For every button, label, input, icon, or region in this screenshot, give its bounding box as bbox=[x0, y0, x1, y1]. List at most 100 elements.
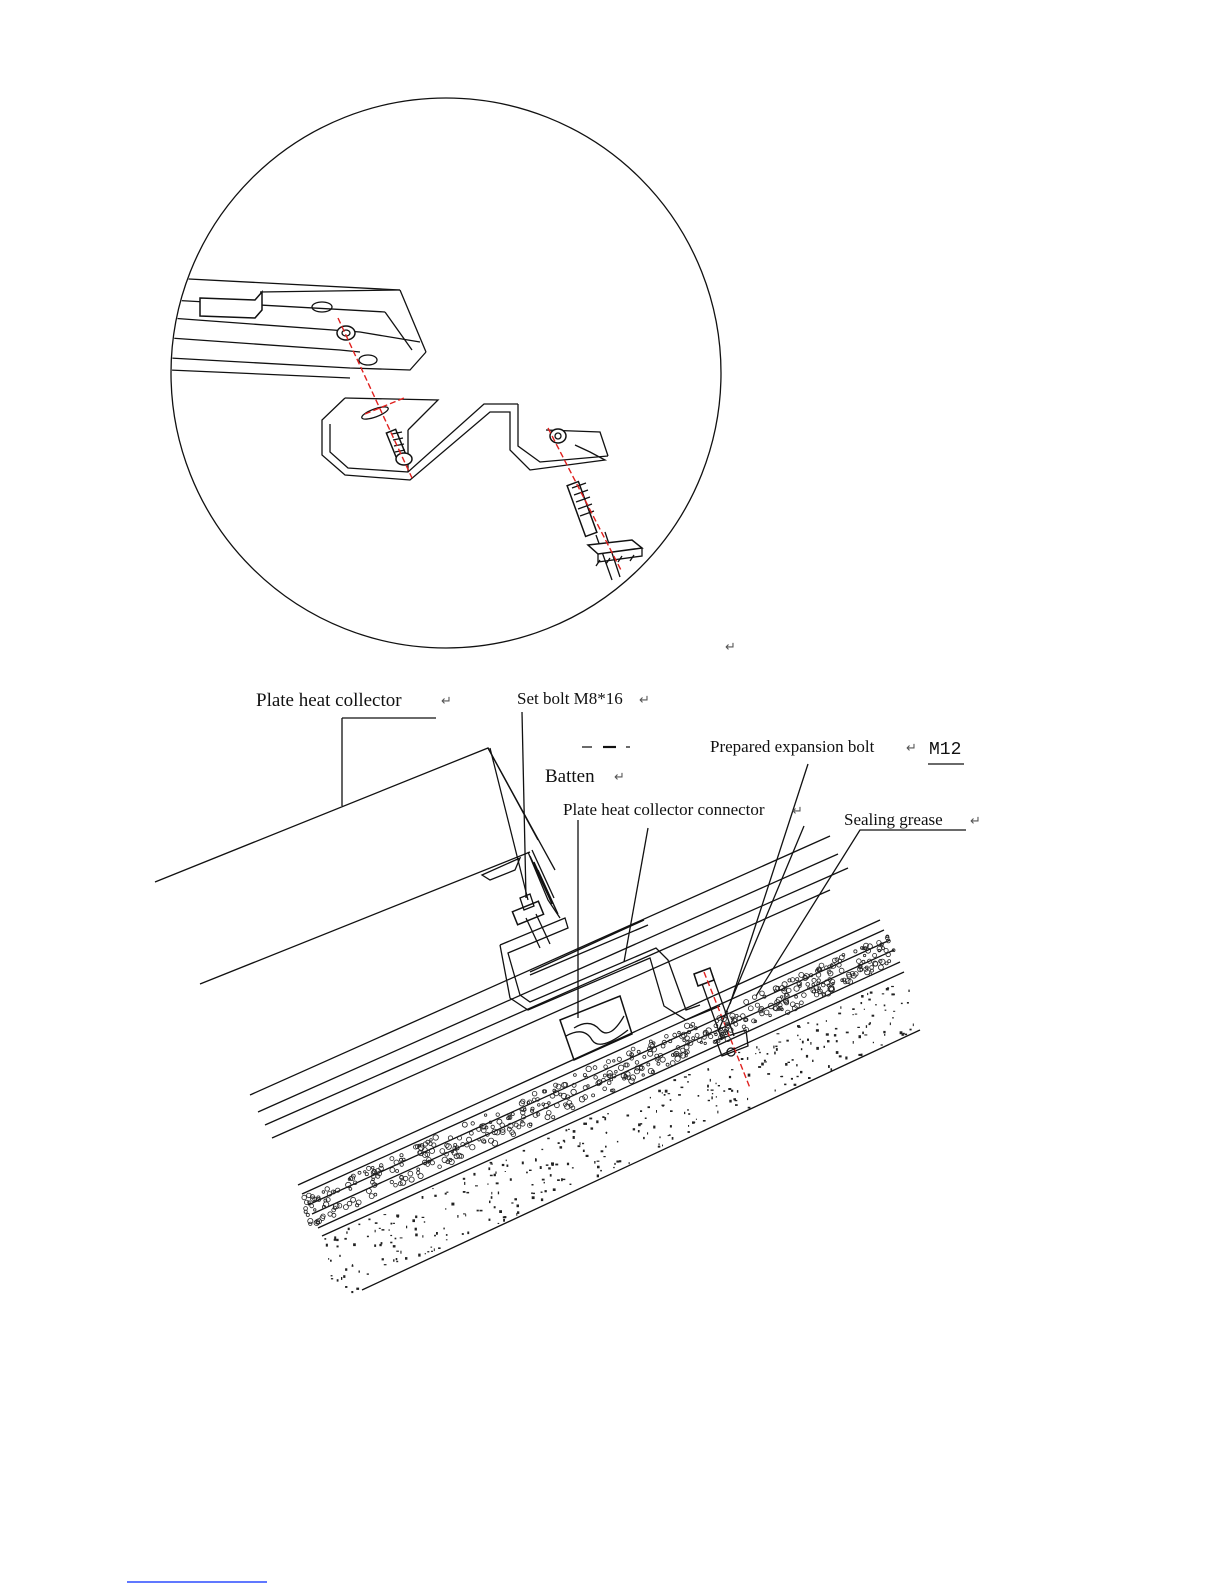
gravel-pebble bbox=[545, 1115, 550, 1120]
concrete-speck bbox=[597, 1166, 600, 1169]
concrete-speck bbox=[582, 1143, 584, 1144]
concrete-speck bbox=[723, 1090, 725, 1092]
concrete-speck bbox=[337, 1246, 339, 1248]
concrete-speck bbox=[747, 1098, 748, 1100]
concrete-speck bbox=[670, 1099, 672, 1101]
concrete-speck bbox=[741, 1058, 744, 1060]
concrete-speck bbox=[716, 1096, 717, 1097]
concrete-speck bbox=[672, 1137, 674, 1140]
concrete-speck bbox=[489, 1201, 491, 1204]
gravel-pebble bbox=[497, 1119, 502, 1124]
gravel-pebble bbox=[857, 959, 862, 964]
concrete-speck bbox=[400, 1237, 403, 1238]
concrete-speck bbox=[826, 1020, 827, 1022]
gravel-pebble bbox=[877, 947, 882, 952]
concrete-speck bbox=[688, 1113, 690, 1115]
gravel-pebble bbox=[308, 1218, 313, 1223]
concrete-speck bbox=[784, 1084, 786, 1086]
gravel-pebble bbox=[430, 1139, 433, 1142]
gravel-pebble bbox=[470, 1131, 474, 1135]
set-bolt bbox=[512, 894, 550, 948]
concrete-speck bbox=[807, 1039, 809, 1041]
concrete-speck bbox=[555, 1164, 558, 1166]
concrete-speck bbox=[432, 1188, 433, 1189]
gravel-pebble bbox=[695, 1033, 699, 1037]
concrete-speck bbox=[564, 1141, 565, 1143]
concrete-speck bbox=[343, 1275, 345, 1278]
gravel-pebble bbox=[878, 965, 883, 970]
concrete-speck bbox=[594, 1161, 595, 1164]
concrete-speck bbox=[708, 1069, 709, 1070]
concrete-speck bbox=[859, 1035, 862, 1038]
concrete-speck bbox=[490, 1175, 493, 1177]
concrete-speck bbox=[759, 1049, 760, 1051]
concrete-speck bbox=[541, 1192, 543, 1193]
concrete-speck bbox=[389, 1229, 390, 1230]
concrete-speck bbox=[692, 1121, 695, 1123]
concrete-speck bbox=[670, 1110, 673, 1112]
concrete-speck bbox=[490, 1164, 493, 1165]
concrete-speck bbox=[696, 1119, 697, 1120]
concrete-speck bbox=[756, 1046, 757, 1048]
concrete-speck bbox=[531, 1192, 533, 1194]
concrete-speck bbox=[425, 1253, 426, 1254]
gravel-pebble bbox=[607, 1060, 611, 1064]
concrete-speck bbox=[826, 1033, 829, 1035]
concrete-speck bbox=[864, 1009, 865, 1010]
concrete-speck bbox=[562, 1179, 565, 1180]
concrete-speck bbox=[507, 1165, 509, 1167]
concrete-speck bbox=[561, 1178, 563, 1181]
concrete-speck bbox=[532, 1184, 534, 1186]
concrete-speck bbox=[864, 1034, 867, 1035]
concrete-speck bbox=[517, 1211, 519, 1214]
gravel-pebble bbox=[306, 1213, 309, 1216]
concrete-speck bbox=[606, 1132, 608, 1133]
concrete-speck bbox=[600, 1170, 602, 1172]
concrete-speck bbox=[688, 1131, 690, 1133]
gravel-pebble bbox=[613, 1060, 615, 1062]
concrete-speck bbox=[602, 1116, 604, 1118]
concrete-speck bbox=[393, 1245, 396, 1247]
gravel-pebble bbox=[408, 1171, 413, 1176]
concrete-speck bbox=[640, 1110, 642, 1112]
concrete-speck bbox=[759, 1052, 761, 1053]
concrete-speck bbox=[422, 1196, 424, 1199]
gravel-pebble bbox=[328, 1212, 332, 1216]
concrete-speck bbox=[396, 1251, 399, 1252]
gravel-pebble bbox=[532, 1098, 536, 1102]
return-mark: ↵ bbox=[639, 693, 650, 708]
concrete-speck bbox=[506, 1160, 507, 1162]
gravel-pebble bbox=[586, 1066, 591, 1071]
concrete-speck bbox=[558, 1142, 560, 1144]
concrete-speck bbox=[884, 1034, 885, 1036]
cross-section: Plate heat collector ↵ Set bolt M8*16 ↵ … bbox=[155, 689, 981, 1293]
concrete-speck bbox=[808, 1077, 811, 1079]
concrete-speck bbox=[835, 1028, 838, 1030]
label-connector: Plate heat collector connector bbox=[563, 800, 765, 819]
gravel-pebble bbox=[371, 1166, 374, 1169]
concrete-speck bbox=[802, 1041, 804, 1044]
gravel-pebble bbox=[854, 950, 857, 953]
gravel-pebble bbox=[400, 1154, 403, 1157]
gravel-pebble bbox=[666, 1063, 669, 1066]
gravel-pebble bbox=[471, 1122, 474, 1125]
gravel-pebble bbox=[670, 1061, 675, 1066]
concrete-speck bbox=[711, 1090, 714, 1091]
gravel-pebble bbox=[379, 1164, 383, 1168]
gravel-pebble bbox=[511, 1113, 514, 1116]
concrete-speck bbox=[336, 1239, 338, 1241]
concrete-speck bbox=[747, 1057, 748, 1060]
concrete-speck bbox=[711, 1096, 712, 1099]
concrete-speck bbox=[346, 1231, 347, 1233]
gravel-pebble bbox=[806, 983, 810, 987]
gravel-pebble bbox=[880, 959, 885, 964]
gravel-pebble bbox=[417, 1168, 420, 1171]
concrete-speck bbox=[542, 1179, 545, 1181]
concrete-speck bbox=[498, 1223, 500, 1224]
concrete-speck bbox=[374, 1244, 376, 1247]
concrete-speck bbox=[415, 1234, 418, 1237]
gravel-pebble bbox=[704, 1042, 706, 1044]
concrete-speck bbox=[405, 1257, 407, 1260]
concrete-speck bbox=[517, 1205, 520, 1208]
concrete-speck bbox=[807, 1022, 809, 1023]
